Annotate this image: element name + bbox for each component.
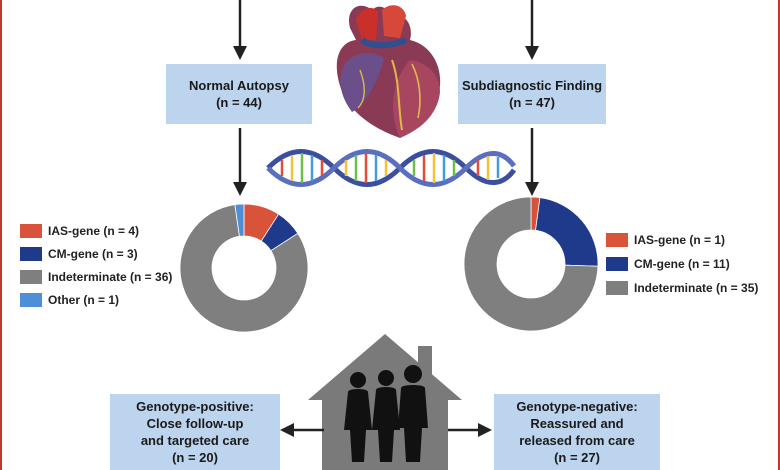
arrow-into-subdiagnostic	[525, 0, 539, 60]
subdiagnostic-count: (n = 47)	[509, 95, 555, 110]
arrow-to-negative	[448, 423, 492, 437]
donut-slice-other	[234, 203, 245, 237]
normal-autopsy-title: Normal Autopsy	[189, 78, 289, 93]
legend-label: Other (n = 1)	[48, 293, 120, 307]
donut-slice-indeterminate	[179, 204, 309, 333]
legend-label: CM-gene (n = 3)	[48, 247, 138, 261]
legend-item-ias-gene: IAS-gene (n = 1)	[606, 233, 725, 247]
legend-label: Indeterminate (n = 35)	[634, 281, 759, 295]
donut-chart-right	[463, 196, 599, 332]
arrow-to-positive	[280, 423, 324, 437]
frame-border-right	[778, 0, 780, 470]
positive-line-1: Genotype-positive:	[136, 399, 254, 414]
donut-slice-cm-gene	[535, 197, 599, 267]
legend-item-cm-gene: CM-gene (n = 3)	[20, 247, 138, 261]
legend-item-indeterminate: Indeterminate (n = 36)	[20, 270, 172, 284]
positive-line-2: Close follow-up	[146, 416, 244, 431]
positive-line-3: and targeted care	[140, 433, 250, 448]
other-swatch	[20, 293, 42, 307]
legend-item-other: Other (n = 1)	[20, 293, 119, 307]
donut-slice-indeterminate	[463, 196, 599, 332]
legend-item-indeterminate: Indeterminate (n = 35)	[606, 281, 758, 295]
legend-label: Indeterminate (n = 36)	[48, 270, 173, 284]
positive-line-4: (n = 20)	[172, 450, 218, 465]
subdiagnostic-finding-box: Subdiagnostic Finding (n = 47)	[458, 64, 606, 124]
indeterminate-swatch	[606, 281, 628, 295]
cm-gene-swatch	[20, 247, 42, 261]
family-silhouette-icon	[344, 365, 428, 462]
frame-border-left	[0, 0, 2, 470]
dna-helix-illustration	[266, 149, 517, 187]
normal-autopsy-box: Normal Autopsy (n = 44)	[166, 64, 312, 124]
indeterminate-swatch	[20, 270, 42, 284]
legend-item-cm-gene: CM-gene (n = 11)	[606, 257, 730, 271]
heart-illustration	[336, 5, 441, 139]
genotype-negative-box: Genotype-negative: Reassured and release…	[494, 394, 660, 470]
ias-gene-swatch	[606, 233, 628, 247]
arrow-to-right-donut	[525, 128, 539, 196]
ias-gene-swatch	[20, 224, 42, 238]
legend-item-ias-gene: IAS-gene (n = 4)	[20, 224, 139, 238]
negative-line-2: Reassured and	[530, 416, 624, 431]
normal-autopsy-count: (n = 44)	[216, 95, 262, 110]
subdiagnostic-title: Subdiagnostic Finding	[461, 78, 603, 93]
legend-label: IAS-gene (n = 1)	[634, 233, 726, 247]
negative-line-3: released from care	[519, 433, 635, 448]
donut-chart-left	[179, 203, 309, 333]
arrow-into-normal-autopsy	[233, 0, 247, 60]
negative-line-4: (n = 27)	[554, 450, 600, 465]
legend-label: CM-gene (n = 11)	[634, 257, 730, 271]
genotype-positive-box: Genotype-positive: Close follow-up and t…	[110, 394, 280, 470]
arrow-to-left-donut	[233, 128, 247, 196]
negative-line-1: Genotype-negative:	[516, 399, 638, 414]
cm-gene-swatch	[606, 257, 628, 271]
legend-label: IAS-gene (n = 4)	[48, 224, 140, 238]
